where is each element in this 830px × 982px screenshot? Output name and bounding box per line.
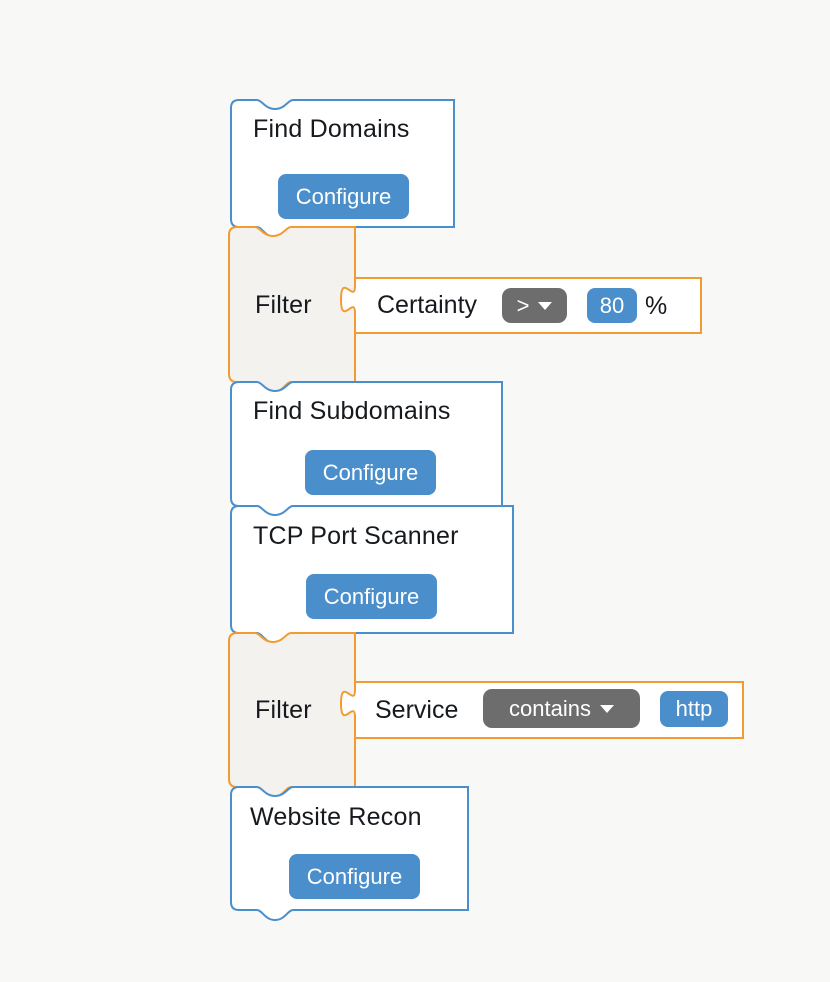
condition-value-service[interactable]: http bbox=[660, 691, 728, 727]
configure-button-website-recon[interactable]: Configure bbox=[289, 854, 420, 899]
condition-value-certainty[interactable]: 80 bbox=[587, 288, 637, 323]
operator-dropdown-value: contains bbox=[509, 695, 591, 721]
block-title-website-recon: Website Recon bbox=[250, 803, 422, 831]
operator-dropdown-value: > bbox=[516, 292, 530, 318]
block-title-filter-1: Filter bbox=[255, 291, 312, 319]
block-title-tcp-port-scanner: TCP Port Scanner bbox=[253, 522, 459, 550]
condition-unit-certainty: % bbox=[645, 292, 668, 320]
operator-dropdown-service[interactable]: contains bbox=[483, 689, 640, 728]
configure-button-find-subdomains[interactable]: Configure bbox=[305, 450, 436, 495]
configure-button-tcp-port-scanner[interactable]: Configure bbox=[306, 574, 437, 619]
block-title-find-domains: Find Domains bbox=[253, 115, 410, 143]
caret-down-icon bbox=[599, 704, 614, 713]
configure-button-find-domains[interactable]: Configure bbox=[278, 174, 409, 219]
block-title-find-subdomains: Find Subdomains bbox=[253, 397, 451, 425]
operator-dropdown-certainty[interactable]: > bbox=[502, 288, 567, 323]
block-title-filter-2: Filter bbox=[255, 696, 312, 724]
condition-field-service: Service bbox=[375, 696, 459, 724]
condition-field-certainty: Certainty bbox=[377, 291, 478, 319]
caret-down-icon bbox=[538, 301, 553, 310]
